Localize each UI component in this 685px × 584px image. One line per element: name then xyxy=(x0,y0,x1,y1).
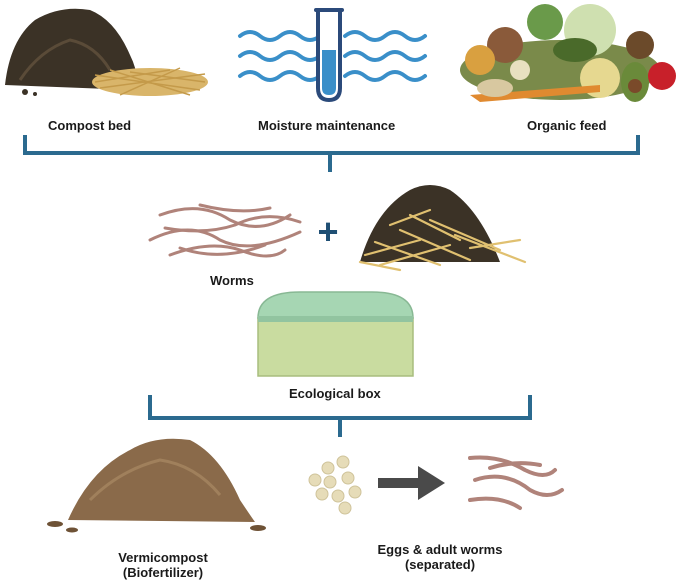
top-bracket xyxy=(23,135,640,172)
vermicompost-image xyxy=(47,438,266,533)
ecological-box-image xyxy=(257,291,414,377)
ecological-box-label: Ecological box xyxy=(289,386,381,401)
eggs-label-line1: Eggs & adult worms xyxy=(377,542,503,557)
eggs-adult-worms-label: Eggs & adult worms (separated) xyxy=(360,542,520,572)
compost-bed-label: Compost bed xyxy=(48,118,132,133)
plus-symbol: + xyxy=(317,211,338,252)
adult-worms-image xyxy=(468,455,564,510)
moisture-icon xyxy=(238,30,427,82)
arrow-right-icon xyxy=(378,466,445,500)
worms-label: Worms xyxy=(210,273,254,288)
organic-feed-label: Organic feed xyxy=(527,118,607,133)
eggs-image xyxy=(308,455,362,515)
test-tube-icon xyxy=(314,8,344,103)
organic-feed-image xyxy=(460,4,676,102)
compost-mix-image xyxy=(358,185,527,272)
worms-image xyxy=(148,203,302,258)
vermicompost-label-line2: (Biofertilizer) xyxy=(122,565,204,580)
compost-bed-image xyxy=(5,8,208,96)
vermicompost-label-line1: Vermicompost xyxy=(118,550,208,565)
eggs-label-line2: (separated) xyxy=(404,557,476,572)
bottom-bracket xyxy=(148,395,532,437)
moisture-maintenance-label: Moisture maintenance xyxy=(258,118,396,133)
vermicompost-label: Vermicompost (Biofertilizer) xyxy=(108,550,218,580)
